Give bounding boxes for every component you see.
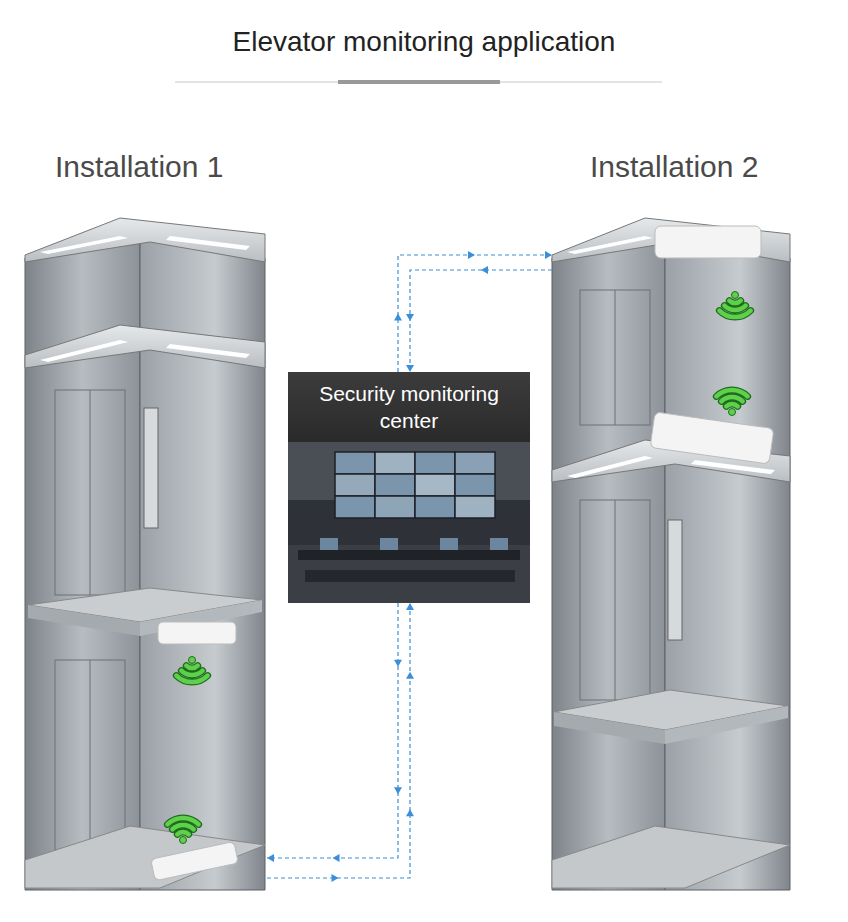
arrow-head [332, 874, 339, 882]
car-floor-edge [28, 605, 140, 636]
elevator-door [55, 390, 125, 595]
control-desk [305, 570, 515, 582]
title-rule [175, 82, 662, 83]
photo-wall [288, 440, 530, 500]
shaft-wall [552, 238, 665, 890]
video-screen [455, 496, 495, 518]
video-wall [335, 452, 495, 518]
arrow-head [406, 365, 414, 372]
wifi-signal-icon [167, 818, 198, 844]
wifi-signal-icon [719, 292, 750, 318]
shaft-floor [552, 826, 790, 888]
ceiling-light [166, 236, 250, 250]
door-seam [615, 290, 616, 425]
video-screen [455, 452, 495, 474]
arrow-head [406, 672, 414, 679]
video-screen [375, 474, 415, 496]
door-seam [615, 500, 616, 700]
desk-monitor [490, 538, 508, 550]
elevator-door [580, 290, 650, 425]
door-seam [90, 390, 91, 595]
dashed-link-line [398, 255, 552, 372]
monitoring-room-photo [288, 440, 530, 603]
desk-monitor [380, 538, 398, 550]
shaft-wall [665, 238, 790, 890]
monitoring-center-box: Security monitoring center [288, 372, 530, 603]
ceiling-light [40, 236, 128, 254]
arrow-head [394, 787, 402, 794]
data-link [267, 603, 414, 882]
elevator-shaft [552, 218, 790, 890]
ceiling-light [40, 340, 128, 362]
ceiling-light [567, 456, 653, 478]
arrow-head [481, 266, 488, 274]
installation-heading: Installation 1 [25, 145, 267, 189]
arrow-head [406, 809, 414, 816]
photo-background [288, 440, 530, 603]
ceiling-light [166, 344, 250, 358]
video-screen [455, 474, 495, 496]
wireless-bridge-device [650, 412, 774, 464]
dashed-link-line [267, 603, 398, 858]
wireless-bridge-device [655, 226, 761, 258]
car-ceiling [25, 325, 265, 368]
video-screen [375, 496, 415, 518]
video-screen [335, 474, 375, 496]
photo-floor [288, 545, 530, 603]
video-screen [415, 474, 455, 496]
arrow-head [333, 854, 340, 862]
arrow-head [394, 314, 402, 321]
wireless-bridge-device [158, 622, 236, 644]
car-ceiling [25, 218, 265, 262]
dashed-link-line [267, 603, 410, 878]
car-ceiling [552, 218, 790, 262]
shaft-floor [25, 826, 265, 888]
button-panel [144, 408, 158, 528]
elevator-door [580, 500, 650, 700]
car-floor-edge [665, 706, 788, 744]
arrow-head [468, 251, 475, 259]
data-link [394, 251, 552, 372]
door-seam [90, 660, 91, 850]
dashed-link-line [410, 270, 552, 372]
control-desk [298, 550, 520, 560]
video-screen [415, 452, 455, 474]
arrow-head [394, 660, 402, 667]
arrow-head [406, 603, 414, 610]
diagram-title: Elevator monitoring application [0, 26, 848, 58]
elevator-installation: Installation 1 [25, 145, 267, 890]
desk-monitor [320, 538, 338, 550]
elevator-door [55, 660, 125, 850]
wifi-signal-icon [176, 657, 207, 683]
video-screen [335, 496, 375, 518]
arrow-head [545, 251, 552, 259]
video-screen [335, 452, 375, 474]
title-rule-accent [338, 80, 500, 84]
wifi-signal-icon [716, 390, 747, 416]
ceiling-light [567, 236, 653, 254]
video-screen [375, 452, 415, 474]
desk-monitor [440, 538, 458, 550]
box-heading: Security monitoring center [288, 372, 530, 442]
video-screen [415, 496, 455, 518]
wireless-bridge-device [151, 842, 239, 881]
elevator-installation: Installation 2 [552, 145, 792, 890]
arrow-head [406, 314, 414, 321]
car-floor-edge [554, 712, 665, 744]
installation-heading: Installation 2 [552, 145, 792, 189]
elevator-shaft [25, 218, 265, 890]
arrow-head [267, 854, 274, 862]
button-panel [668, 520, 682, 640]
